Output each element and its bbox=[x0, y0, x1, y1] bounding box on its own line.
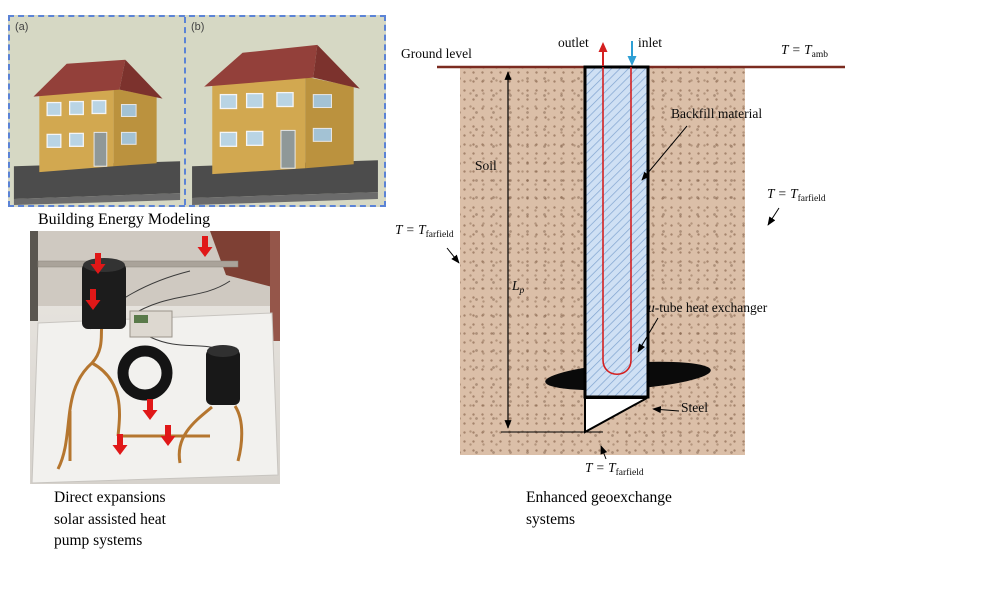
farfield-left-arrow bbox=[446, 247, 460, 264]
geoexchange-diagram: Ground level outlet inlet T = Tamb Soil … bbox=[395, 30, 870, 505]
panel-label-b: (b) bbox=[191, 21, 205, 33]
caption-line: pump systems bbox=[54, 532, 143, 549]
t-farfield-bottom-label: T = Tfarfield bbox=[585, 460, 644, 478]
compressor-cylinder-left bbox=[82, 258, 126, 329]
soil-label: Soil bbox=[475, 158, 497, 173]
steel-label: Steel bbox=[681, 400, 708, 415]
outlet-label: outlet bbox=[558, 35, 589, 50]
building-a-image bbox=[10, 17, 184, 205]
t-farfield-right-label: T = Tfarfield bbox=[767, 186, 826, 204]
circuit-board bbox=[134, 315, 148, 323]
farfield-right-arrow bbox=[767, 207, 780, 226]
soil-region bbox=[460, 68, 745, 455]
caption-line: Direct expansions bbox=[54, 489, 166, 506]
red-arrow-icons bbox=[85, 236, 213, 455]
metal-rail bbox=[37, 260, 239, 268]
backfill-label: Backfill material bbox=[671, 106, 763, 121]
geoexchange-caption: Enhanced geoexchange systems bbox=[526, 487, 672, 530]
compressor-cylinder-right bbox=[206, 345, 240, 405]
caption-line: Enhanced geoexchange bbox=[526, 489, 672, 506]
building-b-panel: (b) bbox=[186, 17, 384, 205]
pile-length-label: Lp bbox=[512, 278, 525, 296]
electronics-box bbox=[129, 310, 173, 338]
building-b-image bbox=[186, 17, 384, 205]
coil bbox=[117, 345, 173, 401]
house-model bbox=[204, 44, 360, 175]
building-a-panel: (a) bbox=[10, 17, 186, 205]
ground-level-label: Ground level bbox=[401, 46, 472, 61]
heat-pump-photo bbox=[30, 231, 280, 484]
brown-column bbox=[270, 231, 280, 341]
panel-label-a: (a) bbox=[15, 21, 29, 33]
caption-line: systems bbox=[526, 510, 576, 528]
frame-edge bbox=[30, 231, 38, 321]
ground-slab-edge bbox=[192, 192, 378, 205]
heat-pump-caption: Direct expansions solar assisted heat pu… bbox=[54, 487, 166, 552]
t-amb-label: T = Tamb bbox=[781, 42, 828, 60]
building-energy-modeling-panel: (a) bbox=[8, 15, 386, 207]
heat-pump-photo-image bbox=[30, 231, 280, 484]
building-caption: Building Energy Modeling bbox=[38, 211, 211, 228]
t-farfield-left-label: T = Tfarfield bbox=[395, 222, 454, 240]
inlet-label: inlet bbox=[638, 35, 662, 50]
utube-label: u-tube heat exchanger bbox=[648, 300, 768, 315]
ground-slab-edge bbox=[13, 193, 181, 205]
brown-structure bbox=[210, 231, 280, 289]
house-model bbox=[33, 59, 163, 173]
caption-line: solar assisted heat bbox=[54, 510, 166, 528]
